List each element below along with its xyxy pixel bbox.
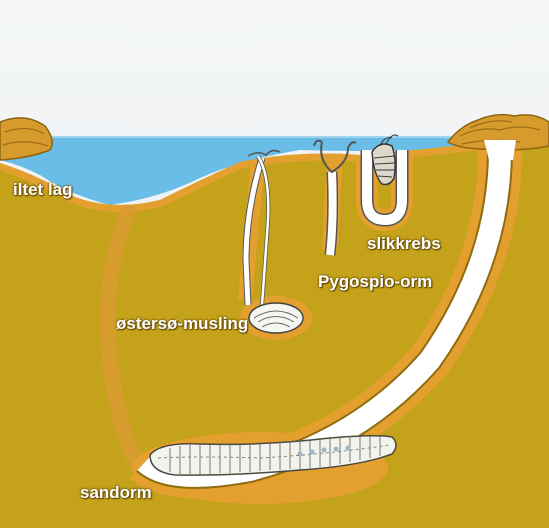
amphipod-label: slikkrebs: [367, 234, 441, 254]
baltic-clam-label: østersø-musling: [116, 314, 248, 334]
lugworm-label: sandorm: [80, 483, 152, 503]
lugworm-burrow-funnel: [484, 140, 516, 160]
pygospio-label: Pygospio-orm: [318, 272, 432, 292]
oxygen-layer-label: iltet lag: [13, 180, 73, 200]
baltic-clam: [249, 303, 303, 333]
pygospio-tube-inner: [330, 172, 333, 255]
